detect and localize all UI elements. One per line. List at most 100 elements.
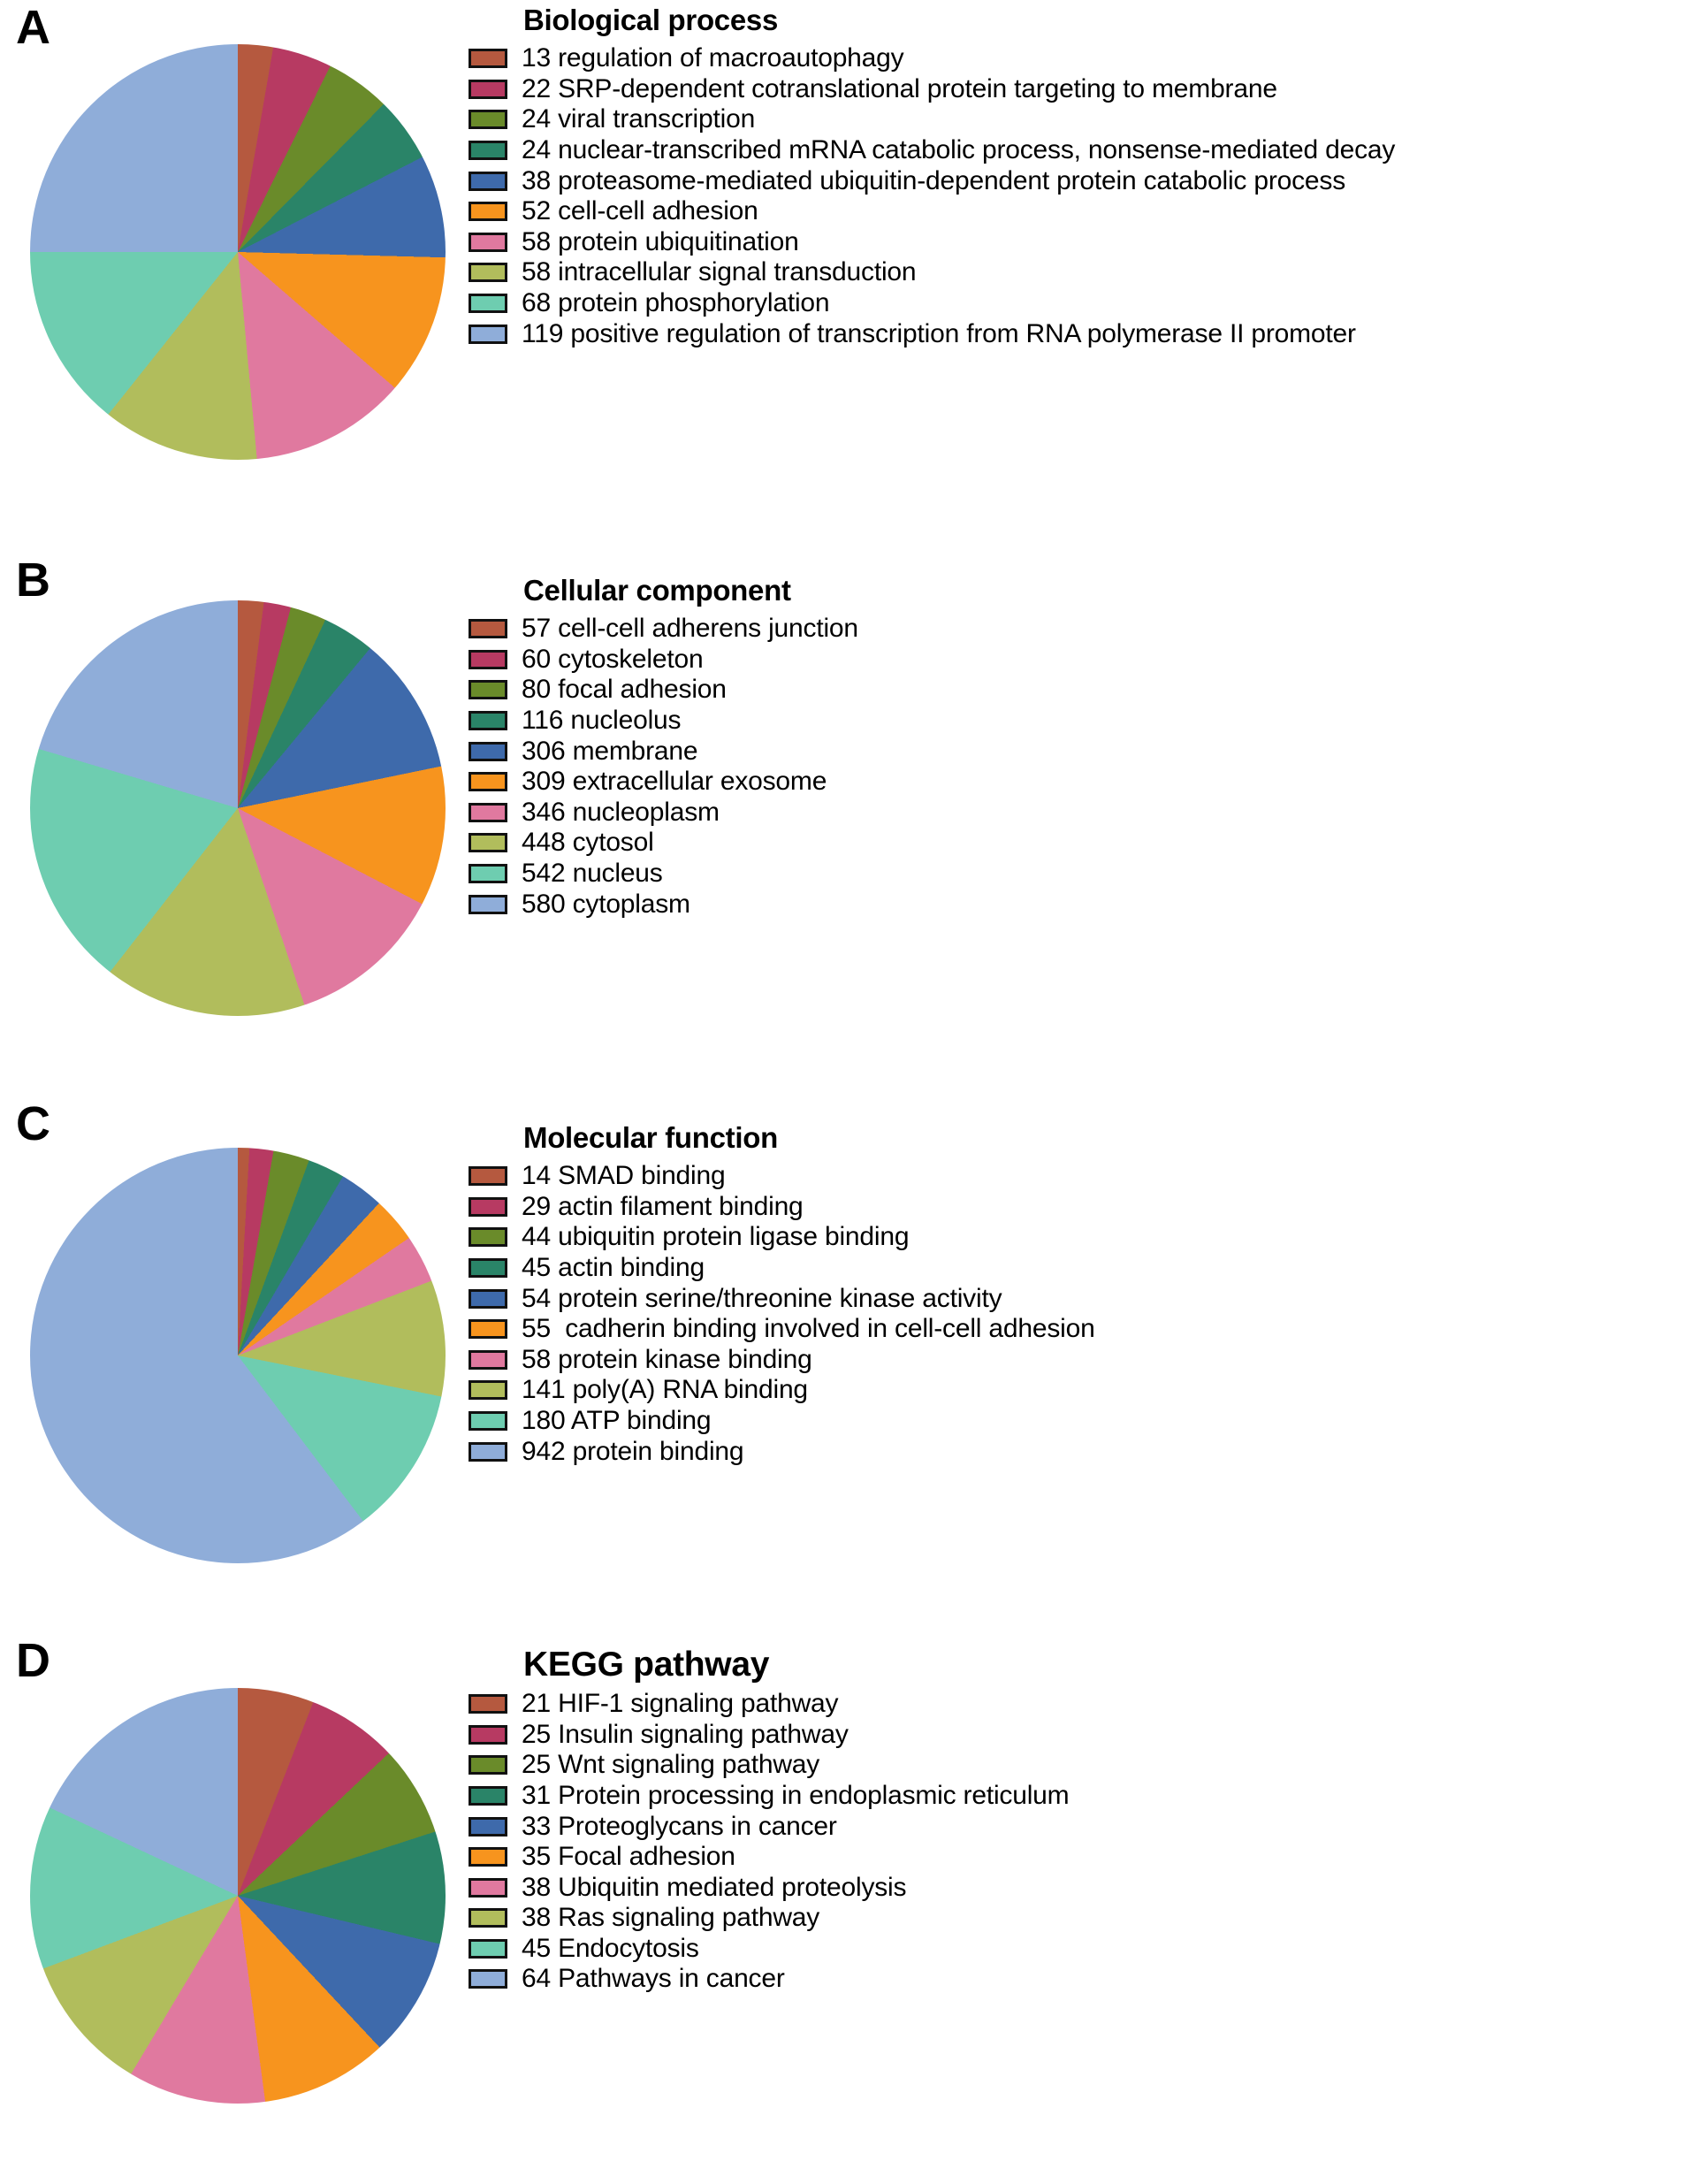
legend-item-label: 25 Insulin signaling pathway [522, 1719, 849, 1749]
legend-item: 55 cadherin binding involved in cell-cel… [469, 1314, 1699, 1345]
legend-item: 64 Pathways in cancer [469, 1964, 1699, 1995]
legend-item-label: 24 viral transcription [522, 104, 756, 134]
legend-item-label: 116 nucleolus [522, 706, 682, 736]
legend-item: 25 Insulin signaling pathway [469, 1719, 1699, 1750]
pie-slices [30, 600, 446, 1016]
legend-color-swatch [469, 263, 507, 283]
legend-color-swatch [469, 1441, 507, 1462]
legend-item: 57 cell-cell adherens junction [469, 614, 1699, 645]
legend-item-label: 21 HIF-1 signaling pathway [522, 1689, 839, 1719]
legend-item-label: 45 Endocytosis [522, 1933, 699, 1963]
panel-letter-a: A [16, 1, 50, 54]
legend-color-swatch [469, 1755, 507, 1775]
legend-item: 58 protein kinase binding [469, 1345, 1699, 1376]
legend-item-label: 141 poly(A) RNA binding [522, 1375, 808, 1405]
pie-chart-kegg-pathway [19, 1683, 447, 2178]
legend-item-label: 13 regulation of macroautophagy [522, 43, 904, 73]
pie-slices [30, 1688, 446, 2104]
legend-color-swatch [469, 1380, 507, 1401]
panel-letter-c: C [16, 1097, 50, 1150]
pie-slices [30, 1148, 446, 1563]
legend-color-swatch [469, 79, 507, 99]
legend-item-label: 80 focal adhesion [522, 675, 727, 705]
legend-item-label: 31 Protein processing in endoplasmic ret… [522, 1780, 1070, 1810]
legend-item-label: 542 nucleus [522, 858, 663, 888]
legend-item: 58 intracellular signal transduction [469, 257, 1699, 288]
panel-a: A Biological process 13 regulation of ma… [0, 0, 1699, 546]
legend-item: 58 protein ubiquitination [469, 227, 1699, 258]
legend-color-swatch [469, 1227, 507, 1248]
legend-item-label: 58 intracellular signal transduction [522, 257, 917, 287]
legend-item: 29 actin filament binding [469, 1192, 1699, 1223]
legend-title: Biological process [523, 4, 779, 36]
legend-item-label: 68 protein phosphorylation [522, 287, 830, 317]
legend-biological-process: Biological process 13 regulation of macr… [469, 4, 1699, 349]
legend-item-label: 54 protein serine/threonine kinase activ… [522, 1283, 1002, 1313]
legend-item: 346 nucleoplasm [469, 798, 1699, 829]
legend-color-swatch [469, 680, 507, 700]
panel-letter-d: D [16, 1634, 50, 1687]
legend-color-swatch [469, 1166, 507, 1187]
legend-item-label: 52 cell-cell adhesion [522, 196, 758, 226]
legend-item: 38 proteasome-mediated ubiquitin-depende… [469, 165, 1699, 196]
legend-color-swatch [469, 1288, 507, 1309]
legend-item: 60 cytoskeleton [469, 645, 1699, 676]
legend-color-swatch [469, 833, 507, 853]
legend-color-swatch [469, 1969, 507, 1989]
legend-color-swatch [469, 1258, 507, 1279]
legend-cellular-component: Cellular component 57 cell-cell adherens… [469, 574, 1699, 920]
legend-item-label: 24 nuclear-transcribed mRNA catabolic pr… [522, 135, 1396, 165]
legend-item: 180 ATP binding [469, 1406, 1699, 1437]
legend-item-label: 580 cytoplasm [522, 889, 690, 919]
legend-item-label: 119 positive regulation of transcription… [522, 318, 1356, 348]
panel-d: D KEGG pathway 21 HIF-1 signaling pathwa… [0, 1637, 1699, 2182]
legend-color-swatch [469, 711, 507, 731]
legend-color-swatch [469, 202, 507, 222]
legend-color-swatch [469, 141, 507, 161]
legend-item-label: 45 actin binding [522, 1253, 705, 1283]
legend-item: 21 HIF-1 signaling pathway [469, 1689, 1699, 1720]
legend-color-swatch [469, 1196, 507, 1217]
legend-title: Molecular function [523, 1121, 778, 1154]
legend-color-swatch [469, 894, 507, 914]
legend-color-swatch [469, 802, 507, 822]
legend-color-swatch [469, 772, 507, 792]
legend-item-label: 35 Focal adhesion [522, 1842, 735, 1872]
legend-item: 35 Focal adhesion [469, 1842, 1699, 1873]
legend-item-label: 58 protein kinase binding [522, 1344, 812, 1374]
legend-item: 580 cytoplasm [469, 889, 1699, 920]
pie-chart-cellular-component [19, 595, 447, 1090]
legend-color-swatch [469, 649, 507, 669]
legend-item-label: 22 SRP-dependent cotranslational protein… [522, 73, 1277, 103]
legend-item: 80 focal adhesion [469, 675, 1699, 706]
legend-item-label: 38 proteasome-mediated ubiquitin-depende… [522, 165, 1346, 195]
legend-color-swatch [469, 1694, 507, 1714]
legend-color-swatch [469, 1908, 507, 1928]
legend-item-label: 306 membrane [522, 736, 698, 766]
legend-item: 33 Proteoglycans in cancer [469, 1811, 1699, 1842]
legend-color-swatch [469, 293, 507, 313]
legend-item-label: 33 Proteoglycans in cancer [522, 1811, 837, 1841]
legend-color-swatch [469, 49, 507, 69]
legend-color-swatch [469, 1349, 507, 1370]
legend-item: 942 protein binding [469, 1436, 1699, 1467]
legend-item: 45 actin binding [469, 1253, 1699, 1284]
legend-item-label: 64 Pathways in cancer [522, 1964, 785, 1994]
legend-color-swatch [469, 1724, 507, 1745]
legend-color-swatch [469, 1816, 507, 1837]
legend-item: 141 poly(A) RNA binding [469, 1375, 1699, 1406]
legend-color-swatch [469, 1938, 507, 1959]
legend-item: 54 protein serine/threonine kinase activ… [469, 1283, 1699, 1314]
legend-color-swatch [469, 1847, 507, 1867]
legend-item-label: 58 protein ubiquitination [522, 226, 799, 256]
legend-title: Cellular component [523, 574, 791, 607]
legend-item-label: 29 actin filament binding [522, 1191, 804, 1221]
legend-item: 119 positive regulation of transcription… [469, 318, 1699, 349]
legend-color-swatch [469, 863, 507, 883]
legend-item-label: 346 nucleoplasm [522, 797, 720, 827]
